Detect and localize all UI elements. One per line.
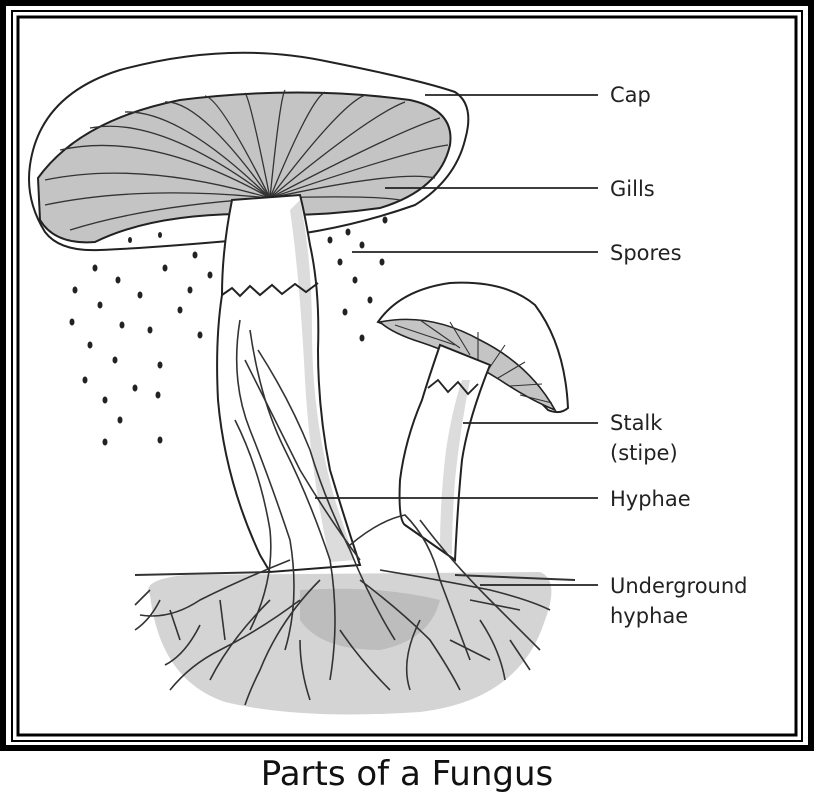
inner-border bbox=[16, 15, 798, 737]
label-cap: Cap bbox=[610, 83, 651, 107]
hyphae-network bbox=[134, 319, 551, 706]
figure-caption: Parts of a Fungus bbox=[260, 754, 554, 794]
small-stalk bbox=[398, 343, 492, 562]
ring bbox=[221, 282, 319, 298]
label-stalk: Stalk bbox=[610, 411, 663, 435]
small-gills bbox=[378, 318, 557, 412]
label-underground: Underground bbox=[610, 574, 748, 598]
ground-line bbox=[134, 571, 576, 581]
label-stipe: (stipe) bbox=[610, 441, 678, 465]
leader-lines bbox=[315, 94, 598, 586]
fungus-diagram: Cap Gills Spores Stalk (stipe) Hyphae Un… bbox=[0, 0, 814, 751]
spores bbox=[69, 216, 388, 446]
label-underground-hyphae: hyphae bbox=[610, 604, 688, 628]
label-spores: Spores bbox=[610, 241, 682, 265]
outer-border bbox=[0, 0, 814, 751]
label-hyphae: Hyphae bbox=[610, 487, 691, 511]
label-gills: Gills bbox=[610, 177, 655, 201]
